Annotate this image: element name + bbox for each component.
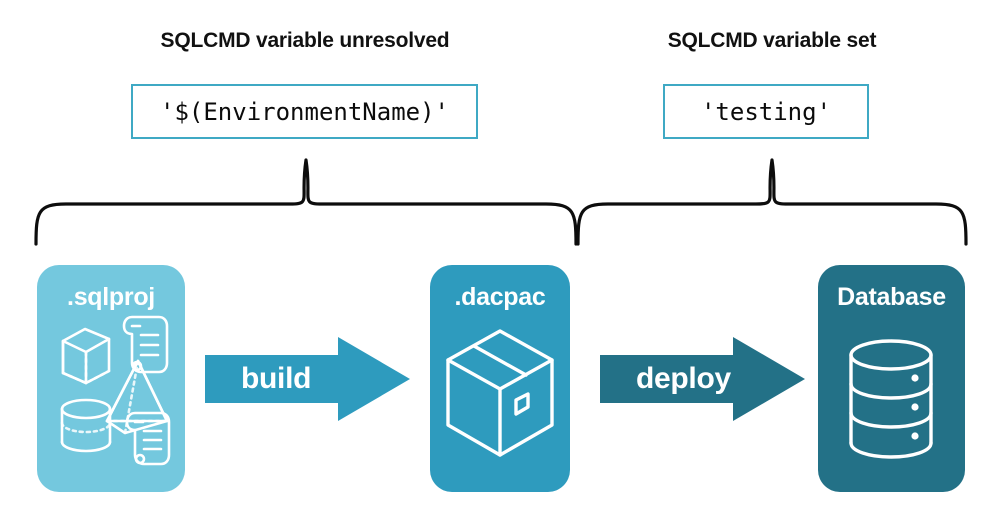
arrow-right-icon-build — [205, 337, 410, 421]
database-icon — [849, 339, 933, 459]
sqlcmd-variable-value-box-right: 'testing' — [663, 84, 869, 139]
arrow-deploy: deploy — [600, 335, 805, 423]
scroll-icon-top — [122, 315, 169, 374]
cylinder-icon — [60, 398, 112, 453]
stage-label-sqlproj: .sqlproj — [67, 283, 155, 311]
stage-box-database[interactable]: Database — [818, 265, 965, 492]
database-cylinder-icon — [849, 339, 933, 459]
stage-label-dacpac: .dacpac — [454, 283, 546, 311]
section-heading-right: SQLCMD variable set — [667, 29, 877, 52]
curly-brace-up-icon-left — [34, 158, 578, 246]
stage-label-database: Database — [837, 283, 946, 311]
dacpac-package-icon — [446, 329, 554, 457]
scroll-icon-bottom — [125, 411, 171, 466]
sqlcmd-variable-value-right: 'testing' — [700, 97, 832, 126]
arrow-right-icon-deploy — [600, 337, 805, 421]
arrow-build: build — [205, 335, 410, 423]
sqlcmd-variable-value-left: '$(EnvironmentName)' — [160, 97, 449, 126]
stage-box-dacpac[interactable]: .dacpac — [430, 265, 570, 492]
stage-box-sqlproj[interactable]: .sqlproj — [37, 265, 185, 492]
package-box-icon — [446, 329, 554, 457]
database-status-dots — [911, 374, 919, 440]
section-heading-left: SQLCMD variable unresolved — [160, 29, 450, 52]
sqlcmd-variable-value-box-left: '$(EnvironmentName)' — [131, 84, 478, 139]
sqlproj-object-icons — [60, 315, 171, 466]
curly-brace-up-icon-right — [576, 158, 968, 246]
cube-icon — [61, 327, 111, 385]
